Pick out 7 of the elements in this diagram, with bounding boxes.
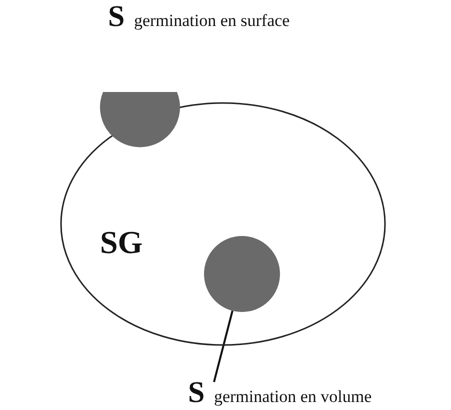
region-label: SG <box>100 224 143 261</box>
leader-line <box>213 310 234 382</box>
volume-nucleus <box>204 236 280 312</box>
grain-ellipse <box>60 102 386 346</box>
annotation-text: S germination en surface <box>108 0 290 34</box>
surface-nucleus <box>100 92 180 149</box>
annotation-text: S germination en volume <box>188 376 372 410</box>
